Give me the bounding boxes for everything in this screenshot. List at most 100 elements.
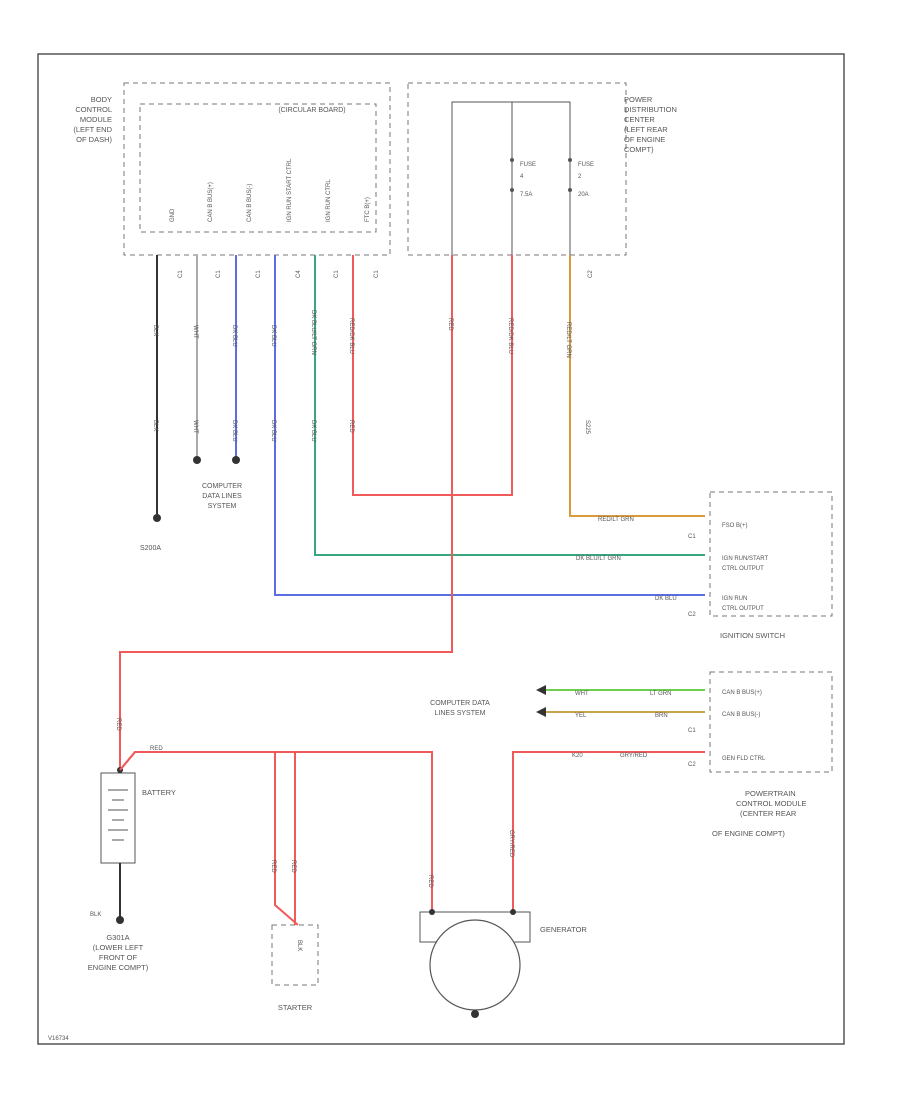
bcm-pin-can-minus: CAN B BUS(-) [247,184,253,222]
bcm-pin-run-start: IGN RUN START CTRL [287,158,293,222]
svg-text:BLK: BLK [152,325,158,336]
bcm-conn-4: C4 [296,270,302,278]
ign-pin-runstart: IGN RUN/START [722,556,768,562]
body-control-module: BODY CONTROL MODULE (LEFT END OF DASH) (… [73,82,391,278]
svg-text:BRN: BRN [655,713,668,719]
g301a-label-3: FRONT OF [99,953,138,962]
svg-text:YEL: YEL [575,713,587,719]
bcm-label-5: OF DASH) [76,135,112,144]
wire-bcm-can-minus: DK BLU DK BLU [231,255,240,464]
wire-bcm-can-plus: WHT WHT [192,255,201,464]
ign-conn-c2: C2 [688,612,696,618]
cross-ref-data-lines-2[interactable]: COMPUTER DATA LINES SYSTEM [430,700,490,717]
fuse1-num: 4 [520,174,524,180]
pdc-label-6: COMPT) [624,145,654,154]
fuse2-num: 2 [578,174,582,180]
svg-text:DK BLU: DK BLU [310,420,316,442]
svg-text:GRY/RED: GRY/RED [508,830,514,858]
wire-pcm-can-plus: WHT LT GRN [536,685,705,697]
pdc-label-5: OF ENGINE [624,135,665,144]
bcm-label-3: MODULE [80,115,112,124]
svg-text:S225: S225 [584,420,590,435]
bcm-pin-ftc: FTC B(+) [365,197,371,222]
pdc-label-1: POWER [624,95,653,104]
svg-text:DATA LINES: DATA LINES [202,493,242,500]
wire-pcm-can-minus: YEL BRN [536,707,705,719]
svg-text:RED: RED [290,860,296,873]
ign-pin-runstart-2: CTRL OUTPUT [722,566,764,572]
pdc-label-4: (LEFT REAR [624,125,668,134]
powertrain-control-module: CAN B BUS(+) CAN B BUS(-) GEN FLD CTRL C… [688,671,833,838]
fuse1-name: FUSE [520,162,536,168]
starter-label: STARTER [278,1003,313,1012]
pcm-label-2: CONTROL MODULE [736,799,807,808]
pdc-label-3: CENTER [624,115,655,124]
svg-text:RED/DK BLU: RED/DK BLU [507,318,513,354]
svg-text:RED: RED [427,875,433,888]
ign-pin-run: IGN RUN [722,596,747,602]
diagram-id: V16734 [48,1036,69,1042]
svg-text:DK BLU: DK BLU [655,596,677,602]
splice-s200a: S200A [140,545,161,552]
svg-text:RED: RED [150,746,163,752]
g301a-label-1: G301A [106,933,129,942]
ignition-switch: FSO B(+) IGN RUN/START CTRL OUTPUT IGN R… [688,491,833,640]
g301a-label-2: (LOWER LEFT [93,943,144,952]
svg-text:DK BLU: DK BLU [231,420,237,442]
svg-text:RED: RED [270,860,276,873]
bcm-label-4: (LEFT END [73,125,112,134]
pcm-conn-c2: C2 [688,762,696,768]
bcm-conn-1: C1 [178,270,184,278]
wire-bcm-run-start: DK BLU DK BLU DK BLU [270,255,705,602]
svg-text:RED: RED [115,718,121,731]
power-distribution-center: POWER DISTRIBUTION CENTER (LEFT REAR OF … [407,82,677,278]
wire-bcm-run: DK BLU/LT GRN DK BLU DK BLU/LT GRN [310,255,705,562]
pcm-label-3: (CENTER REAR [740,809,797,818]
svg-text:DK BLU: DK BLU [231,325,237,347]
svg-text:BLK: BLK [90,912,101,918]
svg-text:DK BLU/LT GRN: DK BLU/LT GRN [310,310,316,355]
diagram-frame [37,53,845,1045]
svg-text:COMPUTER DATA: COMPUTER DATA [430,700,490,707]
battery: BATTERY RED RED RED RED BLK G301A (LOWER… [88,746,433,972]
fuse1-rating: 7.5A [520,192,532,198]
svg-text:GRY/RED: GRY/RED [620,753,648,759]
pdc-connector: C2 [588,270,594,278]
svg-text:BLK: BLK [152,420,158,431]
ign-pin-run-2: CTRL OUTPUT [722,606,764,612]
ign-conn-c1: C1 [688,534,696,540]
bcm-conn-2: C1 [216,270,222,278]
pdc-label-2: DISTRIBUTION [624,105,677,114]
svg-text:SYSTEM: SYSTEM [208,503,237,510]
bcm-conn-5: C1 [334,270,340,278]
bcm-pin-can-plus: CAN B BUS(+) [208,182,214,222]
pcm-pin-gen-fld: GEN FLD CTRL [722,756,766,762]
battery-label: BATTERY [142,788,176,797]
svg-text:RED/DK BLU: RED/DK BLU [348,318,354,354]
svg-text:DK BLU: DK BLU [270,420,276,442]
generator-label: GENERATOR [540,925,587,934]
pcm-pin-can-plus: CAN B BUS(+) [722,690,762,696]
svg-text:WHT: WHT [192,420,198,434]
g301a-label-4: ENGINE COMPT) [88,963,149,972]
wire-pdc-battery: RED RED [115,255,453,770]
bcm-conn-6: C1 [374,270,380,278]
svg-text:BLK: BLK [296,940,302,951]
svg-text:RED/LT GRN: RED/LT GRN [598,517,634,523]
wire-gen-field: K20 GRY/RED GRY/RED [508,751,705,912]
bcm-pin-gnd: GND [170,208,176,222]
svg-text:WHT: WHT [192,325,198,339]
cross-ref-data-lines-1[interactable]: COMPUTER DATA LINES SYSTEM [202,483,242,510]
svg-text:K20: K20 [572,753,583,759]
bcm-pin-run: IGN RUN CTRL [326,179,332,222]
svg-text:DK BLU/LT GRN: DK BLU/LT GRN [576,556,621,562]
starter: BLK STARTER [271,924,319,1012]
bcm-label-1: BODY [91,95,112,104]
svg-text:RED: RED [348,420,354,433]
fuse2-rating: 20A [578,192,589,198]
svg-text:RED/LT GRN: RED/LT GRN [565,322,571,358]
circular-board-label: (CIRCULAR BOARD) [278,107,345,114]
bcm-label-2: CONTROL [75,105,112,114]
wire-fuse2-ignition: RED/LT GRN S225 RED/LT GRN [565,255,705,523]
